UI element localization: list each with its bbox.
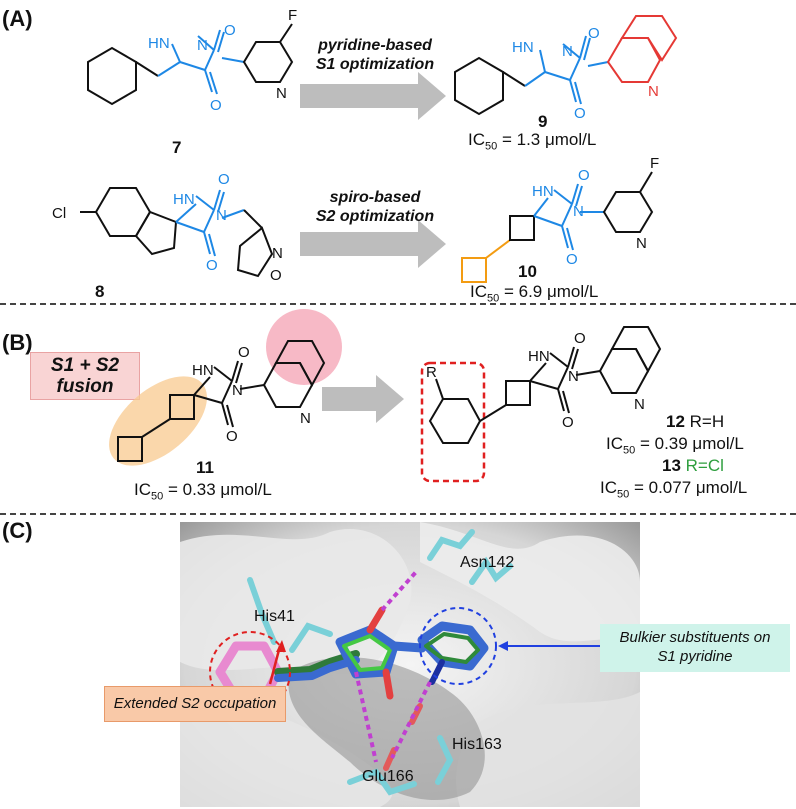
panel-b-label: (B) — [2, 330, 33, 355]
arrow-2-label: spiro-based S2 optimization — [300, 188, 450, 226]
compound-12-line: 12 R=H — [666, 412, 724, 432]
atom-o-12a: O — [574, 330, 586, 347]
atom-o-8a: O — [218, 171, 230, 188]
atom-n-7: N — [197, 37, 208, 54]
atom-o-11b: O — [226, 428, 238, 445]
compound-8-structure — [80, 187, 274, 278]
atom-o-8iso: O — [270, 267, 282, 284]
arrow-2-line2: S2 optimization — [315, 208, 435, 225]
atom-f-10: F — [650, 155, 659, 172]
atom-o-8b: O — [206, 257, 218, 274]
arrow-1-line1: pyridine-based — [318, 37, 432, 54]
r-phenyl-highlight-box — [420, 361, 486, 483]
ic50-compound-10: IC50 = 6.9 μmol/L — [470, 282, 599, 305]
compound-11-label: 11 — [196, 458, 214, 477]
fusion-line1: S1 + S2 — [50, 355, 120, 376]
residue-his163: His163 — [452, 736, 502, 753]
compound-7-label: 7 — [172, 138, 182, 157]
compound-11-structure — [117, 340, 326, 462]
atom-o-10b: O — [566, 251, 578, 268]
compound-7-structure — [87, 23, 294, 106]
callout-s1: Bulkier substituents on S1 pyridine — [600, 624, 790, 672]
atom-cl-8: Cl — [52, 205, 66, 222]
r-value-12: R=H — [689, 412, 725, 431]
atom-o-12b: O — [562, 414, 574, 431]
arrow-2-line1: spiro-based — [329, 189, 421, 206]
atom-n-12: N — [568, 368, 579, 385]
arrow-3 — [322, 375, 404, 423]
atom-hn-9: HN — [512, 39, 534, 56]
atom-n-10py: N — [636, 235, 647, 252]
compound-10-structure — [461, 171, 654, 283]
residue-his41: His41 — [254, 608, 295, 625]
compound-13-label: 13 — [662, 456, 681, 475]
atom-o-7b: O — [210, 97, 222, 114]
atom-n-10: N — [573, 203, 584, 220]
s1-s2-fusion-box: S1 + S2 fusion — [30, 352, 140, 400]
s1-highlight-circle — [266, 309, 342, 385]
docking-image — [180, 522, 640, 807]
panel-c-label: (C) — [2, 518, 33, 543]
arrow-1 — [300, 72, 446, 120]
atom-hn-10: HN — [532, 183, 554, 200]
compound-9-label: 9 — [538, 112, 548, 131]
panel-a-label: (A) — [2, 6, 33, 31]
atom-o-11a: O — [238, 344, 250, 361]
callout-s1-line2: S1 pyridine — [657, 648, 733, 665]
atom-n-12iq: N — [634, 396, 645, 413]
atom-o-7a: O — [224, 22, 236, 39]
atom-hn-8: HN — [173, 191, 195, 208]
ic50-compound-11: IC50 = 0.33 μmol/L — [134, 480, 272, 503]
separator-ab — [0, 303, 796, 305]
atom-f-7: F — [288, 7, 297, 24]
s2-highlight-ellipse — [109, 376, 207, 466]
callout-s2: Extended S2 occupation — [104, 686, 286, 722]
ic50-compound-9: IC50 = 1.3 μmol/L — [468, 130, 597, 153]
atom-o-10a: O — [578, 167, 590, 184]
ic50-compound-12: IC50 = 0.39 μmol/L — [606, 434, 744, 457]
fusion-line2: fusion — [56, 376, 114, 397]
atom-hn-7: HN — [148, 35, 170, 52]
s1-circle — [419, 607, 497, 685]
atom-o-9b: O — [574, 105, 586, 122]
atom-n-9: N — [562, 43, 573, 60]
compound-13-line: 13 R=Cl — [662, 456, 724, 476]
separator-bc — [0, 513, 796, 515]
ic50-compound-13: IC50 = 0.077 μmol/L — [600, 478, 748, 501]
atom-n-8: N — [216, 207, 227, 224]
panel-a-structures: HN N O O F N HN N O O N — [52, 7, 678, 284]
atom-hn-12: HN — [528, 348, 550, 365]
callout-s1-line1: Bulkier substituents on — [619, 629, 771, 646]
atom-n-11: N — [232, 382, 243, 399]
compound-8-label: 8 — [95, 282, 105, 301]
callout-arrows — [268, 640, 600, 685]
compound-12-13-structure — [428, 326, 662, 444]
atom-r: R — [426, 364, 437, 381]
arrow-1-line2: S1 optimization — [315, 56, 435, 73]
atom-n-7py: N — [276, 85, 287, 102]
atom-hn-11: HN — [192, 362, 214, 379]
arrow-2 — [300, 220, 446, 268]
s2-circle — [209, 631, 291, 713]
compound-10-label: 10 — [518, 262, 537, 281]
atom-o-9a: O — [588, 25, 600, 42]
atom-n-9iq: N — [648, 83, 659, 100]
residue-asn142: Asn142 — [460, 554, 515, 571]
compound-9-structure — [454, 15, 678, 116]
arrow-1-label: pyridine-based S1 optimization — [300, 36, 450, 74]
atom-n-8iso: N — [272, 245, 283, 262]
compound-12-label: 12 — [666, 412, 685, 431]
residue-glu166: Glu166 — [362, 768, 414, 785]
atom-n-11iq: N — [300, 410, 311, 427]
r-value-13: R=Cl — [685, 456, 724, 475]
panel-b-structures: HN N O O N R HN N O O N — [109, 309, 662, 483]
